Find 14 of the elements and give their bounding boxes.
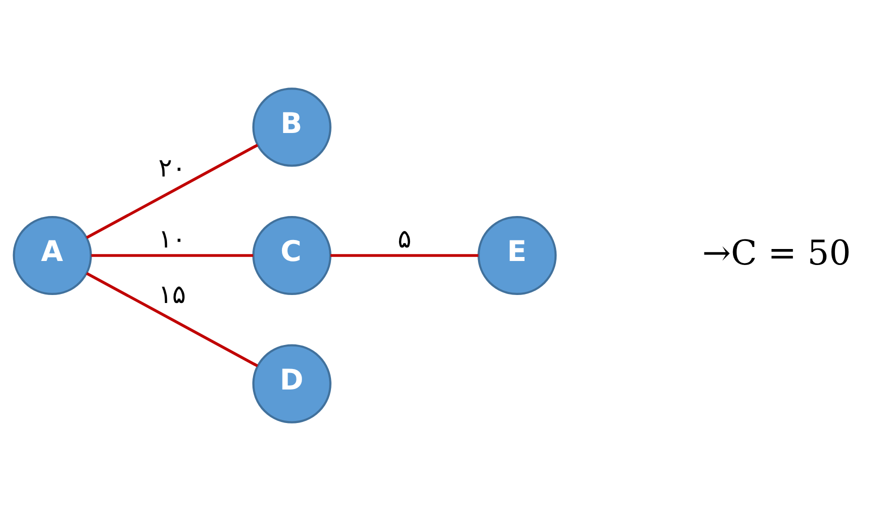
node-circle: A: [12, 216, 92, 296]
node-circle: B: [252, 88, 332, 167]
edge-label: ۵: [398, 224, 412, 255]
connector: [330, 254, 478, 257]
label: →C = 50: [702, 233, 851, 274]
connector: [86, 272, 258, 368]
edge-label: ۲۰: [158, 153, 186, 184]
node-circle: E: [478, 216, 557, 296]
node-circle: D: [252, 344, 332, 424]
node-circle: C: [252, 216, 332, 296]
connector: [86, 144, 258, 239]
edge-label: ۱۵: [158, 280, 186, 310]
connector: [91, 254, 254, 257]
edge-label: ۱۰: [158, 224, 186, 255]
